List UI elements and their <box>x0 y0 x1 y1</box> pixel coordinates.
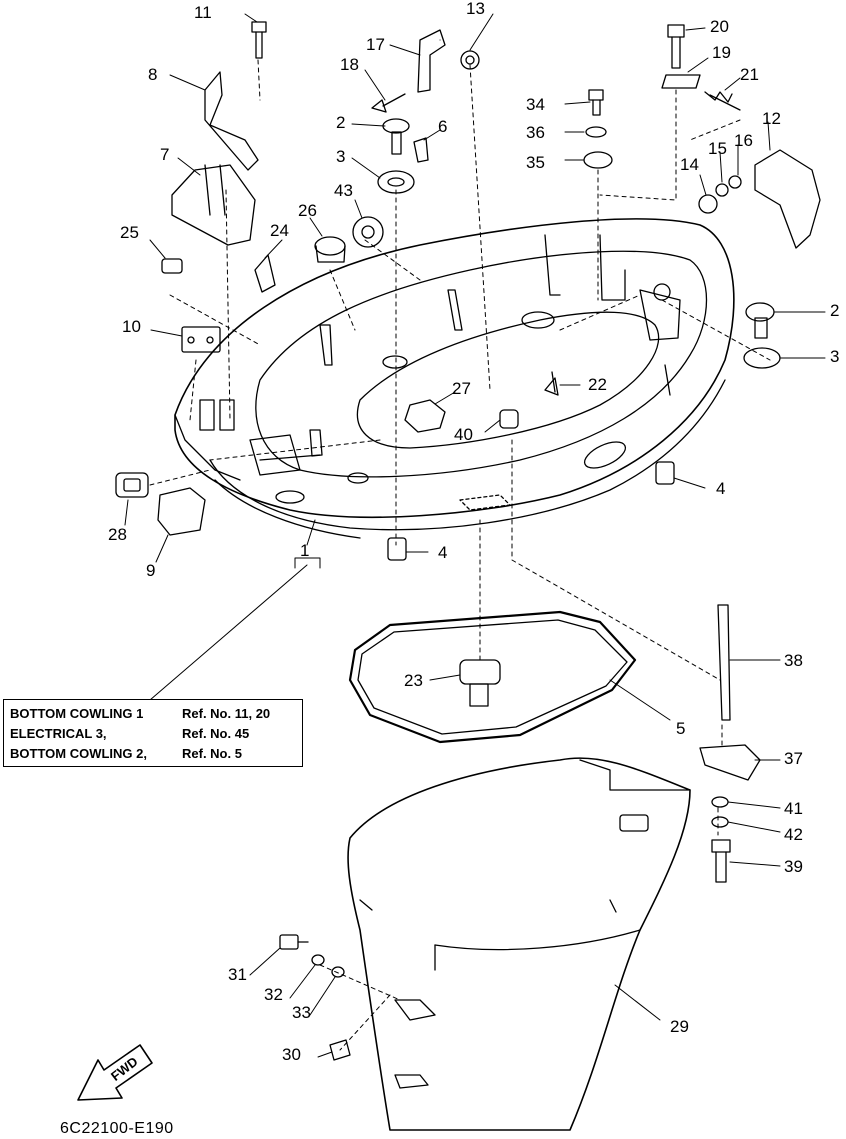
callout-5: 5 <box>676 719 686 738</box>
callout-7: 7 <box>160 145 170 164</box>
callout-28: 28 <box>108 525 127 544</box>
callout-2-top: 2 <box>336 113 346 132</box>
callout-3-top: 3 <box>336 147 346 166</box>
callout-18: 18 <box>340 55 359 74</box>
callout-26: 26 <box>298 201 317 220</box>
callout-37: 37 <box>784 749 803 768</box>
callout-17: 17 <box>366 35 385 54</box>
callout-39: 39 <box>784 857 803 876</box>
callout-25: 25 <box>120 223 139 242</box>
callout-27: 27 <box>452 379 471 398</box>
callout-41: 41 <box>784 799 803 818</box>
callout-23: 23 <box>404 671 423 690</box>
reference-part-name: ELECTRICAL 3, <box>10 726 107 741</box>
callout-29: 29 <box>670 1017 689 1036</box>
callout-6: 6 <box>438 117 448 136</box>
callout-11: 11 <box>194 3 212 22</box>
callout-12: 12 <box>762 109 781 128</box>
callout-19: 19 <box>712 43 731 62</box>
callout-14: 14 <box>680 155 699 174</box>
callout-2-right: 2 <box>830 301 840 320</box>
callout-3-right: 3 <box>830 347 840 366</box>
reference-number: Ref. No. 5 <box>182 746 242 761</box>
callout-30: 30 <box>282 1045 301 1064</box>
callout-4-bottom: 4 <box>438 543 448 562</box>
callout-15: 15 <box>708 139 727 158</box>
reference-row: BOTTOM COWLING 2, Ref. No. 5 <box>10 744 296 764</box>
callout-9: 9 <box>146 561 156 580</box>
callout-22: 22 <box>588 375 607 394</box>
lower-apron <box>347 757 691 1131</box>
callout-35: 35 <box>526 153 545 172</box>
bottom-cowling-body <box>174 218 735 539</box>
dashed-alignment-lines <box>149 39 771 1051</box>
callout-10: 10 <box>122 317 141 336</box>
drawing-code: 6C22100-E190 <box>60 1120 174 1137</box>
callout-42: 42 <box>784 825 803 844</box>
callout-38: 38 <box>784 651 803 670</box>
small-parts <box>77 21 821 1101</box>
callout-33: 33 <box>292 1003 311 1022</box>
reference-number: Ref. No. 45 <box>182 726 250 741</box>
callout-8: 8 <box>148 65 158 84</box>
callout-43: 43 <box>334 181 353 200</box>
callout-36: 36 <box>526 123 545 142</box>
callout-21: 21 <box>740 65 759 84</box>
callout-4-right: 4 <box>716 479 726 498</box>
callout-40: 40 <box>454 425 473 444</box>
callout-16: 16 <box>734 131 753 150</box>
bottom-cowling-seal <box>348 610 637 744</box>
callout-31: 31 <box>228 965 247 984</box>
callout-34: 34 <box>526 95 545 114</box>
reference-table: BOTTOM COWLING 1 Ref. No. 11, 20 ELECTRI… <box>3 699 303 767</box>
callout-20: 20 <box>710 17 729 36</box>
callout-13: 13 <box>466 0 485 18</box>
leader-lines <box>124 13 826 1058</box>
reference-row: BOTTOM COWLING 1 Ref. No. 11, 20 <box>10 704 296 724</box>
reference-number: Ref. No. 11, 20 <box>182 706 271 721</box>
callout-1: 1 <box>300 541 310 560</box>
reference-part-name: BOTTOM COWLING 2, <box>10 746 147 761</box>
callout-32: 32 <box>264 985 283 1004</box>
reference-part-name: BOTTOM COWLING 1 <box>10 706 144 721</box>
callout-24: 24 <box>270 221 289 240</box>
reference-row: ELECTRICAL 3, Ref. No. 45 <box>10 724 296 744</box>
